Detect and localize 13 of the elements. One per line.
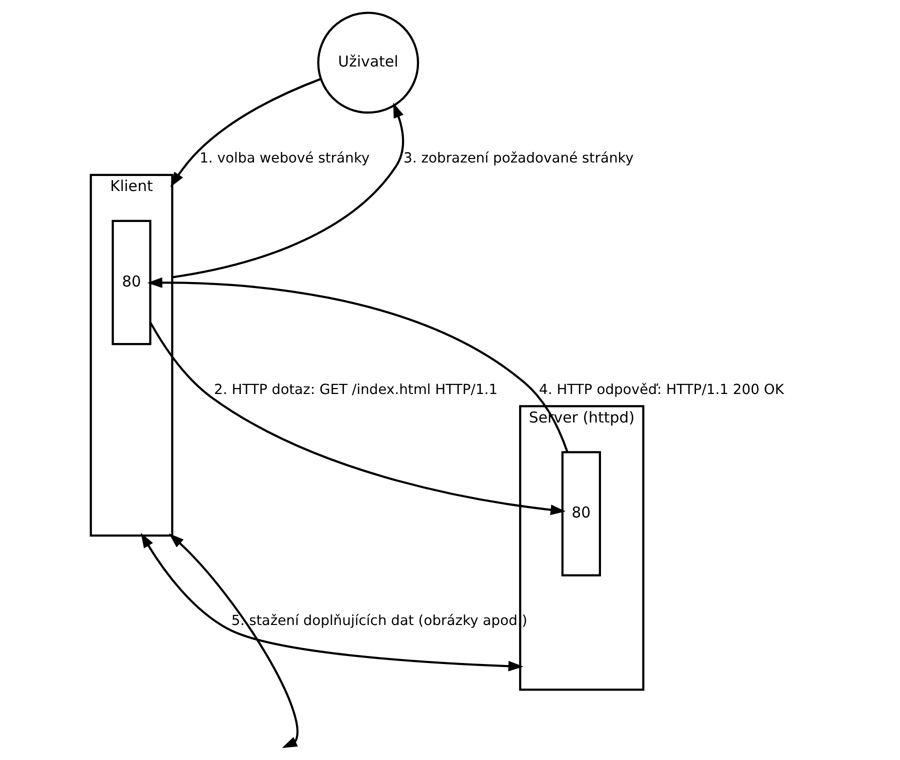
node-box: 80 [112,220,152,346]
arrow [172,102,404,278]
arrow [140,532,524,672]
arrow [149,322,566,516]
edge-label: 4. HTTP odpověď: HTTP/1.1 200 OK [539,382,784,398]
node-circle: Uživatel [317,12,420,114]
edge-label: 2. HTTP dotaz: GET /index.html HTTP/1.1 [214,382,498,398]
arrow [170,78,321,188]
edge-label: 1. volba webové stránky [200,150,370,166]
edge-label: 3. zobrazení požadované stránky [404,150,634,166]
node-box: 80 [561,451,601,576]
arrow [168,533,298,748]
arrow [147,277,568,452]
